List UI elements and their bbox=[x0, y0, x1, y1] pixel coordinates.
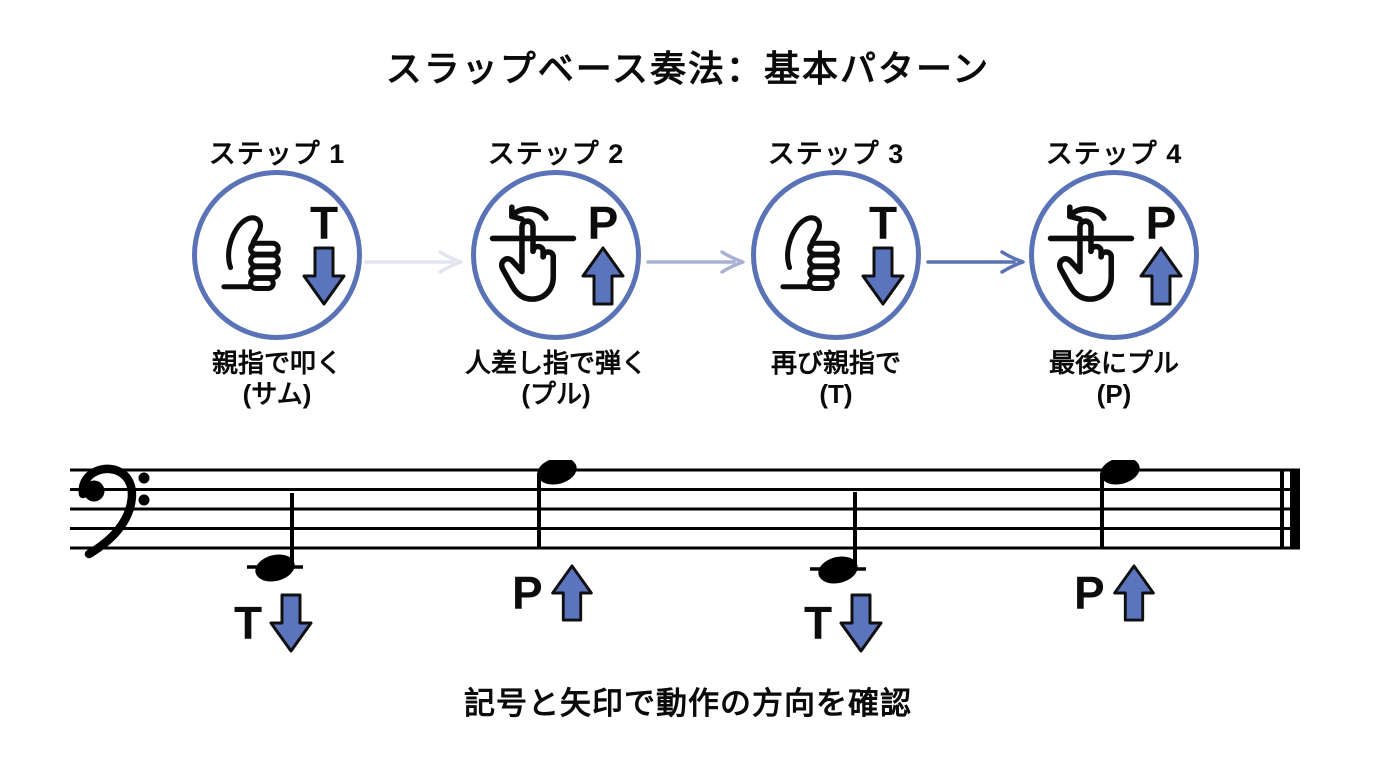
step-circle: P bbox=[1029, 170, 1199, 340]
flow-arrow-icon-2 bbox=[646, 250, 745, 274]
step-desc-line1: 人差し指で弾く bbox=[464, 348, 647, 378]
up-arrow-icon bbox=[550, 564, 593, 622]
thumb-slap-icon bbox=[780, 215, 840, 291]
step-desc-line2: (T) bbox=[819, 379, 853, 409]
finger-pull-icon bbox=[1047, 204, 1135, 302]
step-description: 最後にプル (P) bbox=[999, 348, 1229, 410]
step-label: ステップ 4 bbox=[1045, 139, 1183, 169]
final-barline-icon bbox=[1280, 468, 1300, 550]
down-arrow-icon bbox=[269, 593, 313, 653]
staff-lines bbox=[70, 468, 1300, 550]
note-beat4-icon bbox=[1100, 460, 1140, 548]
step-circle: T bbox=[751, 170, 921, 340]
note-beat3-icon bbox=[810, 492, 866, 584]
step-description: 人差し指で弾く (プル) bbox=[441, 348, 671, 410]
step-column-2: ステップ 2 P bbox=[441, 132, 671, 409]
step-description: 親指で叩く (サム) bbox=[162, 348, 392, 410]
beat-letter: T bbox=[234, 597, 263, 649]
step-label: ステップ 1 bbox=[208, 139, 346, 169]
up-arrow-icon bbox=[1139, 246, 1183, 306]
step-desc-line2: (プル) bbox=[521, 379, 591, 409]
flow-arrow-icon-3 bbox=[926, 250, 1025, 274]
technique-letter: P bbox=[587, 197, 619, 249]
bass-clef-icon bbox=[78, 464, 150, 559]
step-column-3: ステップ 3 T 再び親指で (T) bbox=[721, 132, 951, 409]
up-arrow-icon bbox=[1112, 564, 1155, 622]
step-column-4: ステップ 4 P bbox=[999, 132, 1229, 409]
down-arrow-icon bbox=[839, 593, 883, 653]
step-desc-line2: (サム) bbox=[242, 379, 312, 409]
down-arrow-icon bbox=[302, 246, 346, 306]
step-circle: P bbox=[471, 170, 641, 340]
beat-marker-2: P bbox=[512, 564, 594, 622]
beat-letter: P bbox=[1074, 567, 1105, 619]
technique-letter: T bbox=[309, 197, 339, 249]
step-column-1: ステップ 1 T 親指で叩く (サム) bbox=[162, 132, 392, 409]
step-desc-line1: 最後にプル bbox=[1048, 348, 1179, 378]
page-title: スラップベース奏法：基本パターン bbox=[385, 48, 991, 89]
step-label: ステップ 2 bbox=[487, 139, 625, 169]
flow-arrow-icon-1 bbox=[364, 250, 463, 274]
step-description: 再び親指で (T) bbox=[721, 348, 951, 410]
step-desc-line1: 親指で叩く bbox=[211, 348, 342, 378]
beat-marker-3: T bbox=[804, 592, 883, 654]
beat-marker-4: P bbox=[1074, 564, 1156, 622]
technique-letter: T bbox=[868, 197, 898, 249]
caption: 記号と矢印で動作の方向を確認 bbox=[464, 686, 912, 721]
thumb-slap-icon bbox=[221, 215, 281, 291]
beat-marker-1: T bbox=[234, 592, 313, 654]
beat-letter: T bbox=[804, 597, 833, 649]
bass-staff bbox=[70, 460, 1302, 585]
step-circle: T bbox=[192, 170, 362, 340]
technique-letter: P bbox=[1145, 197, 1177, 249]
step-desc-line2: (P) bbox=[1096, 379, 1132, 409]
note-beat2-icon bbox=[537, 460, 577, 548]
down-arrow-icon bbox=[861, 246, 905, 306]
up-arrow-icon bbox=[581, 246, 625, 306]
finger-pull-icon bbox=[489, 204, 577, 302]
step-desc-line1: 再び親指で bbox=[770, 348, 901, 378]
beat-letter: P bbox=[512, 567, 543, 619]
note-beat1-icon bbox=[247, 493, 303, 582]
step-label: ステップ 3 bbox=[767, 139, 905, 169]
